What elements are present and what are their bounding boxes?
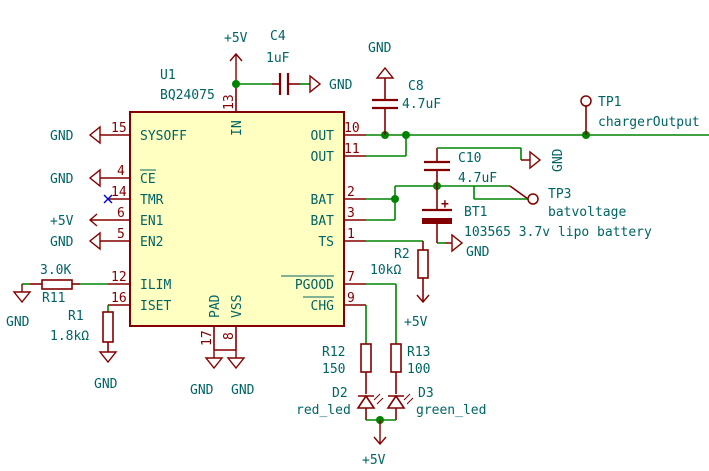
junction-out <box>402 131 410 139</box>
pin-num-5: 5 <box>117 227 125 242</box>
pin-name-ts: TS <box>318 235 334 250</box>
r2-ref: R2 <box>394 247 410 262</box>
r2-body <box>417 249 429 279</box>
c4-value: 1uF <box>266 51 290 66</box>
gnd-c8: GND <box>368 41 392 56</box>
pin-name-iset: ISET <box>140 299 171 314</box>
pin-num-13: 13 <box>222 94 237 110</box>
tp3-value: batvoltage <box>548 205 626 220</box>
pin-num-15: 15 <box>111 121 127 136</box>
bt1-cell <box>422 218 452 224</box>
r1-body <box>102 311 114 343</box>
pin-num-7: 7 <box>347 270 355 285</box>
pin-num-9: 9 <box>347 291 355 306</box>
vcc-en1: +5V <box>50 214 74 229</box>
pin-name-ilim: ILIM <box>140 278 171 293</box>
tp3-ref: TP3 <box>548 187 571 202</box>
pin-num-1: 1 <box>347 227 355 242</box>
c4-ref: C4 <box>270 29 286 44</box>
c8-value: 4.7uF <box>402 97 441 112</box>
r1-ref: R1 <box>68 309 84 324</box>
gnd-ce: GND <box>50 172 74 187</box>
pin-num-6: 6 <box>117 206 125 221</box>
d3-symbol <box>386 394 406 409</box>
r11-body <box>41 279 73 290</box>
pin-num-16: 16 <box>111 291 127 306</box>
junction-in <box>232 80 240 88</box>
pin-name-out10: OUT <box>311 129 335 144</box>
gnd-c10: GND <box>551 148 566 172</box>
gnd-en2: GND <box>50 235 74 250</box>
pin-num-12: 12 <box>111 270 127 285</box>
pin-num-17: 17 <box>200 330 215 346</box>
no-connect-marker <box>103 194 113 204</box>
pin-name-out11: OUT <box>311 150 335 165</box>
r11-value: 3.0K <box>40 263 71 278</box>
gnd-c4: GND <box>329 78 353 93</box>
r13-body <box>390 343 402 373</box>
pin-name-pgood: PGOOD <box>295 278 334 293</box>
gnd-r1: GND <box>94 377 118 392</box>
r12-ref: R12 <box>322 345 345 360</box>
d3-ref: D3 <box>418 386 434 401</box>
pin-name-pad: PAD <box>208 294 223 318</box>
tp3-pad <box>527 193 539 205</box>
r1-value: 1.8kΩ <box>50 329 89 344</box>
pin-num-2: 2 <box>347 185 355 200</box>
gnd-vss: GND <box>231 383 255 398</box>
pin-name-tmr: TMR <box>140 193 164 208</box>
pin-num-4: 4 <box>117 164 125 179</box>
c8-ref: C8 <box>408 79 424 94</box>
pin-name-in: IN <box>230 120 245 136</box>
d2-symbol <box>356 394 376 409</box>
pin-num-11: 11 <box>344 142 360 157</box>
tp1-value: chargerOutput <box>598 115 700 130</box>
r11-ref: R11 <box>42 291 65 306</box>
vcc-top: +5V <box>224 31 248 46</box>
d2-ref: D2 <box>332 386 348 401</box>
pin-name-sysoff: SYSOFF <box>140 129 187 144</box>
pin-num-14: 14 <box>111 185 127 200</box>
u1-ref: U1 <box>160 68 176 83</box>
d2-value: red_led <box>296 403 351 418</box>
gnd-sysoff: GND <box>50 129 74 144</box>
gnd-bt1: GND <box>466 245 490 260</box>
pin-num-3: 3 <box>347 206 355 221</box>
pin-name-en1: EN1 <box>140 214 163 229</box>
u1-value: BQ24075 <box>160 88 215 103</box>
u1-body <box>129 111 345 327</box>
pin-name-bat3: BAT <box>311 214 335 229</box>
vcc-led: +5V <box>362 453 386 468</box>
r13-ref: R13 <box>407 345 430 360</box>
tp1-pad <box>580 95 592 107</box>
junction-bat <box>391 195 399 203</box>
bt1-ref: BT1 <box>464 205 487 220</box>
gnd-pad: GND <box>190 383 214 398</box>
r12-body <box>360 343 372 373</box>
pin-name-vss: VSS <box>230 295 245 318</box>
pin-name-chg: CHG <box>311 299 335 314</box>
pin-name-bat2: BAT <box>311 193 335 208</box>
d3-value: green_led <box>416 403 486 418</box>
r2-value: 10kΩ <box>370 263 401 278</box>
c10-ref: C10 <box>458 151 481 166</box>
c10-value: 4.7uF <box>458 171 497 186</box>
r13-value: 100 <box>407 362 430 377</box>
pin-name-ce: CE <box>140 172 156 187</box>
bt1-plus: + <box>441 197 449 212</box>
pin-name-en2: EN2 <box>140 235 163 250</box>
vcc-r2: +5V <box>404 315 428 330</box>
tp1-ref: TP1 <box>598 95 621 110</box>
gnd-r11: GND <box>6 315 30 330</box>
r12-value: 150 <box>322 362 345 377</box>
pin-num-8: 8 <box>222 332 237 340</box>
bt1-value: 103565 3.7v lipo battery <box>464 225 652 240</box>
pin-num-10: 10 <box>344 121 360 136</box>
